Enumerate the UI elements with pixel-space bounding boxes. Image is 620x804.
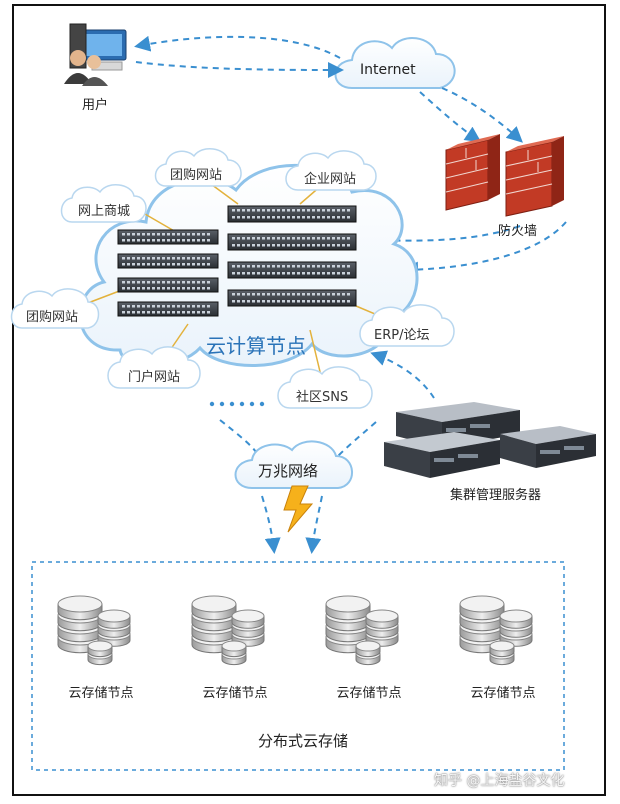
site-label-enterprise: 企业网站 <box>304 172 357 187</box>
compute-label: 云计算节点 <box>206 334 306 358</box>
storage-node-label: 云存储节点 <box>336 686 402 701</box>
rack-servers <box>117 205 357 317</box>
arrow-compute-to-network-1 <box>219 419 257 453</box>
arrow-network-to-storage-2 <box>305 495 323 554</box>
site-label-portal: 门户网站 <box>128 370 181 385</box>
storage-disks <box>57 595 533 666</box>
internet-label: Internet <box>360 62 416 78</box>
cluster-label: 集群管理服务器 <box>450 488 542 503</box>
disk-stack-icon <box>325 595 399 666</box>
site-label-erp-forum: ERP/论坛 <box>374 328 430 343</box>
disk-stack-icon <box>191 595 265 666</box>
arrow-internet-to-firewall-1 <box>419 91 482 143</box>
disk-stack-icon <box>459 595 533 666</box>
arrow-internet-to-firewall-2 <box>441 87 523 143</box>
user-label: 用户 <box>82 98 109 113</box>
network-label: 万兆网络 <box>258 462 319 480</box>
site-label-sns: 社区SNS <box>296 390 349 405</box>
watermark: 知乎 @上海盐谷文化 <box>434 773 565 789</box>
dotted-link <box>209 401 265 407</box>
distributed-storage-label: 分布式云存储 <box>258 732 349 750</box>
storage-box <box>31 561 565 771</box>
site-clouds <box>10 148 455 409</box>
site-label-online-mall: 网上商城 <box>78 204 131 219</box>
arrow-internet-to-user <box>134 35 341 59</box>
firewall-icon <box>445 134 564 217</box>
network-cloud <box>234 440 353 489</box>
site-label-group-buy-1: 团购网站 <box>170 168 223 183</box>
disk-stack-icon <box>57 595 131 666</box>
arrow-compute-to-network-2 <box>337 421 377 457</box>
arrow-network-to-storage-1 <box>261 495 281 554</box>
site-label-group-buy-2: 团购网站 <box>26 310 79 325</box>
cluster-servers-icon <box>384 402 596 478</box>
storage-node-label: 云存储节点 <box>68 686 134 701</box>
firewall-label: 防火墙 <box>498 224 538 239</box>
storage-node-label: 云存储节点 <box>202 686 268 701</box>
lightning-icon <box>283 485 314 533</box>
arrow-user-to-internet <box>135 61 344 78</box>
user-computer-icon <box>64 23 127 86</box>
arrow-firewall-to-compute-2 <box>402 221 567 278</box>
storage-node-label: 云存储节点 <box>470 686 536 701</box>
arrow-cluster-to-compute <box>370 350 435 399</box>
